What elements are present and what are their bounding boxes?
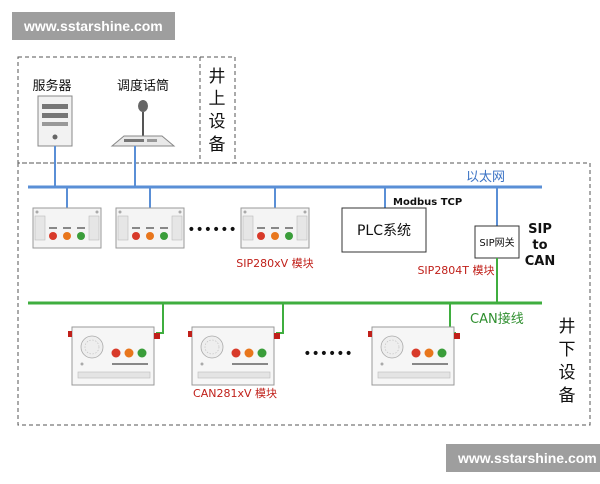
sip-to-can-caption: SIP to CAN xyxy=(525,222,555,269)
can-drop xyxy=(156,303,164,334)
underground-title-char: 井 xyxy=(559,317,576,337)
microphone-icon xyxy=(110,100,176,147)
underground-title-char: 设 xyxy=(559,363,576,383)
modbus-label: Modbus TCP xyxy=(393,197,462,208)
sip280-panel xyxy=(240,207,310,249)
sip-to-can-line: CAN xyxy=(525,254,555,269)
panel-ellipsis: •••••• xyxy=(187,222,237,238)
surface-title-char: 设 xyxy=(209,112,226,132)
sip280-panel xyxy=(115,207,185,249)
sip-gateway-label: SIP网关 xyxy=(479,236,514,249)
dispatch-mic-label: 调度话筒 xyxy=(117,78,169,94)
surface-title-char: 上 xyxy=(209,89,226,109)
sip280-panel xyxy=(32,207,102,249)
underground-title-char: 备 xyxy=(559,386,576,406)
can281-panel xyxy=(67,326,161,386)
sip280-module-label: SIP280xV 模块 xyxy=(236,257,313,270)
can-bus-label: CAN接线 xyxy=(470,311,524,327)
surface-title-char: 井 xyxy=(209,67,226,87)
can281-module-label: CAN281xV 模块 xyxy=(193,387,277,400)
watermark-top: www.sstarshine.com xyxy=(12,12,175,40)
surface-title: 井 上 设 备 xyxy=(209,67,226,155)
watermark-bottom: www.sstarshine.com xyxy=(446,444,600,472)
plc-box xyxy=(341,207,427,253)
surface-title-char: 备 xyxy=(209,135,226,155)
underground-title: 井 下 设 备 xyxy=(559,317,576,406)
sip2804t-module-label: SIP2804T 模块 xyxy=(417,264,494,277)
can-panel-ellipsis: •••••• xyxy=(303,346,353,362)
server-icon xyxy=(37,95,73,147)
can281-panel xyxy=(367,326,461,386)
can281-panel xyxy=(187,326,281,386)
underground-title-char: 下 xyxy=(559,340,576,360)
can-drop xyxy=(276,303,284,334)
surface-region-border xyxy=(17,56,236,164)
sip-to-can-line: to xyxy=(532,238,547,253)
ethernet-label: 以太网 xyxy=(466,170,505,185)
plc-label: PLC系统 xyxy=(357,223,411,239)
server-label: 服务器 xyxy=(32,78,71,94)
sip-to-can-line: SIP xyxy=(528,222,552,237)
underground-region-border xyxy=(17,162,591,426)
